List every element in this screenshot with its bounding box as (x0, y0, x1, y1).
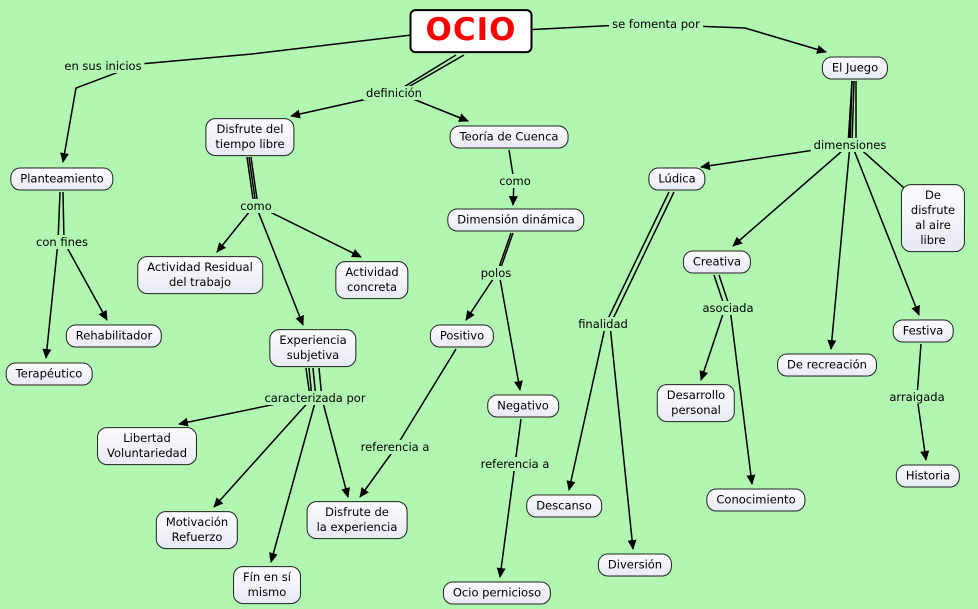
link-label-en-sus-inicios[interactable]: en sus inicios (61, 59, 145, 73)
concept-node-motivacion-refuerzo[interactable]: Motivación Refuerzo (155, 511, 239, 549)
concept-node-dimension-dinamica[interactable]: Dimensión dinámica (447, 208, 585, 232)
concept-node-ocio-pernicioso[interactable]: Ocio pernicioso (442, 581, 552, 605)
concept-node-creativa[interactable]: Creativa (682, 250, 752, 274)
connector-creativa-to-desarrollo-personal (699, 274, 726, 381)
concept-node-actividad-concreta[interactable]: Actividad concreta (335, 261, 409, 299)
connector-ludica-to-descanso (566, 191, 670, 491)
connector-negativo-to-ocio-pernicioso (496, 418, 522, 578)
link-label-como-1[interactable]: como (496, 174, 534, 188)
concept-node-terapeutico[interactable]: Terapéutico (5, 362, 93, 386)
concept-node-libertad-voluntariedad[interactable]: Libertad Voluntariedad (97, 427, 197, 465)
connector-experiencia-subjetiva-to-motivacion-refuerzo (213, 367, 313, 508)
link-label-caracterizada-por[interactable]: caracterizada por (261, 391, 369, 405)
concept-node-rehabilitador[interactable]: Rehabilitador (65, 324, 163, 348)
link-label-con-fines[interactable]: con fines (33, 235, 91, 249)
concept-node-disfrute-de-la-experiencia[interactable]: Disfrute de la experiencia (306, 501, 408, 539)
connector-el-juego-to-ludica (700, 80, 853, 171)
concept-node-festiva[interactable]: Festiva (892, 319, 954, 343)
concept-node-negativo[interactable]: Negativo (487, 394, 559, 418)
link-label-dimensiones[interactable]: dimensiones (810, 138, 890, 152)
concept-node-teoria-de-cuenca[interactable]: Teoría de Cuenca (449, 125, 569, 149)
connector-planteamiento-to-rehabilitador (62, 191, 108, 321)
concept-node-actividad-residual-del-trabajo[interactable]: Actividad Residual del trabajo (137, 256, 263, 294)
concept-node-descanso[interactable]: Descanso (526, 494, 602, 518)
concept-node-historia[interactable]: Historia (895, 464, 961, 488)
connector-disfrute-del-tiempo-libre-to-experiencia-subjetiva (248, 156, 304, 326)
connector-positivo-to-disfrute-de-la-experiencia (359, 348, 457, 498)
link-label-finalidad[interactable]: finalidad (575, 317, 631, 331)
connector-planteamiento-to-terapeutico (42, 191, 61, 359)
concept-node-de-disfrute-al-aire-libre[interactable]: De disfrute al aire libre (900, 184, 966, 252)
connector-experiencia-subjetiva-to-disfrute-de-la-experiencia (318, 367, 351, 498)
concept-node-fin-en-si-mismo[interactable]: Fín en sí mismo (233, 566, 301, 604)
link-label-arraigada[interactable]: arraigada (886, 390, 948, 404)
link-label-como-2[interactable]: como (237, 199, 275, 213)
connector-el-juego-to-creativa (732, 80, 853, 247)
concept-node-positivo[interactable]: Positivo (429, 324, 495, 348)
link-label-referencia-a-2[interactable]: referencia a (477, 457, 553, 471)
concept-node-ocio[interactable]: OCIO (409, 9, 533, 53)
link-label-asociada[interactable]: asociada (699, 301, 757, 315)
connector-ludica-to-diversion (609, 191, 675, 550)
concept-node-el-juego[interactable]: El Juego (821, 56, 889, 80)
concept-node-de-recreacion[interactable]: De recreación (777, 353, 877, 377)
link-label-polos[interactable]: polos (477, 266, 515, 280)
concept-node-ludica[interactable]: Lúdica (648, 167, 706, 191)
concept-node-diversion[interactable]: Diversión (597, 553, 673, 577)
concept-node-desarrollo-personal[interactable]: Desarrollo personal (656, 384, 736, 422)
concept-node-experiencia-subjetiva[interactable]: Experiencia subjetiva (269, 329, 357, 367)
concept-node-conocimiento[interactable]: Conocimiento (706, 488, 806, 512)
concept-node-disfrute-del-tiempo-libre[interactable]: Disfrute del tiempo libre (205, 118, 295, 156)
link-label-definicion[interactable]: definición (363, 86, 425, 100)
concept-node-planteamiento[interactable]: Planteamiento (10, 167, 114, 191)
link-label-referencia-a-1[interactable]: referencia a (357, 440, 433, 454)
link-label-se-fomenta-por[interactable]: se fomenta por (609, 17, 703, 31)
